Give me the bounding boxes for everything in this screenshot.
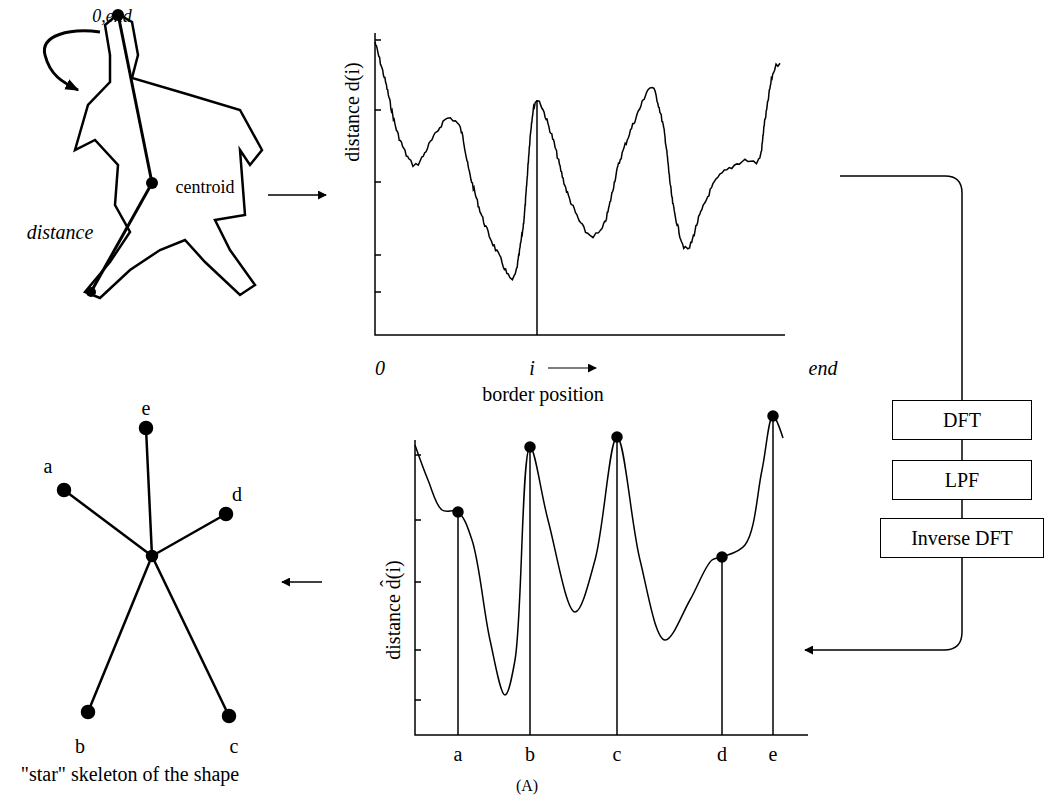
smoothed-curve bbox=[415, 416, 783, 695]
flow-arrow bbox=[282, 581, 322, 583]
label: 0,end bbox=[92, 7, 132, 27]
trace-direction-arrow bbox=[44, 31, 100, 90]
label: distance d̂(i) bbox=[382, 560, 404, 659]
label: e bbox=[142, 397, 151, 419]
radius-line bbox=[91, 183, 152, 292]
label: "star" skeleton of the shape bbox=[21, 763, 240, 785]
connector bbox=[961, 440, 963, 460]
label: a bbox=[44, 455, 53, 477]
box-text: DFT bbox=[943, 409, 981, 431]
flow-line bbox=[805, 558, 962, 650]
label: 0 bbox=[375, 357, 385, 379]
label: i bbox=[529, 357, 535, 379]
process-box: Inverse DFT bbox=[880, 518, 1044, 558]
process-box: LPF bbox=[892, 460, 1032, 500]
direction-arrow bbox=[548, 367, 596, 368]
label: a bbox=[454, 743, 463, 765]
label: b bbox=[75, 735, 85, 757]
border-dot bbox=[86, 287, 96, 297]
radius-line bbox=[118, 14, 152, 183]
peak-markers bbox=[453, 411, 778, 735]
star-skeleton bbox=[58, 422, 235, 722]
distance-curve bbox=[375, 42, 780, 280]
chart-axes bbox=[375, 33, 785, 335]
label: d bbox=[717, 743, 727, 765]
label: (A) bbox=[516, 777, 538, 795]
label: c bbox=[230, 735, 239, 757]
label: border position bbox=[482, 383, 604, 405]
flow-arrow bbox=[268, 194, 326, 196]
box-text: LPF bbox=[945, 469, 979, 491]
process-box: DFT bbox=[892, 400, 1032, 440]
label: e bbox=[769, 743, 778, 765]
label: centroid bbox=[176, 178, 235, 198]
label: d bbox=[232, 483, 242, 505]
label: distance bbox=[27, 221, 94, 243]
chart-axes bbox=[415, 440, 808, 735]
silhouette-outline bbox=[75, 14, 262, 298]
label: distance d(i) bbox=[341, 62, 363, 161]
label: b bbox=[525, 743, 535, 765]
label: end bbox=[809, 357, 838, 379]
centroid-dot bbox=[146, 177, 158, 189]
label: c bbox=[613, 743, 622, 765]
connector bbox=[961, 500, 963, 518]
box-text: Inverse DFT bbox=[911, 527, 1013, 549]
flow-line bbox=[840, 176, 962, 400]
position-marker bbox=[536, 100, 538, 335]
